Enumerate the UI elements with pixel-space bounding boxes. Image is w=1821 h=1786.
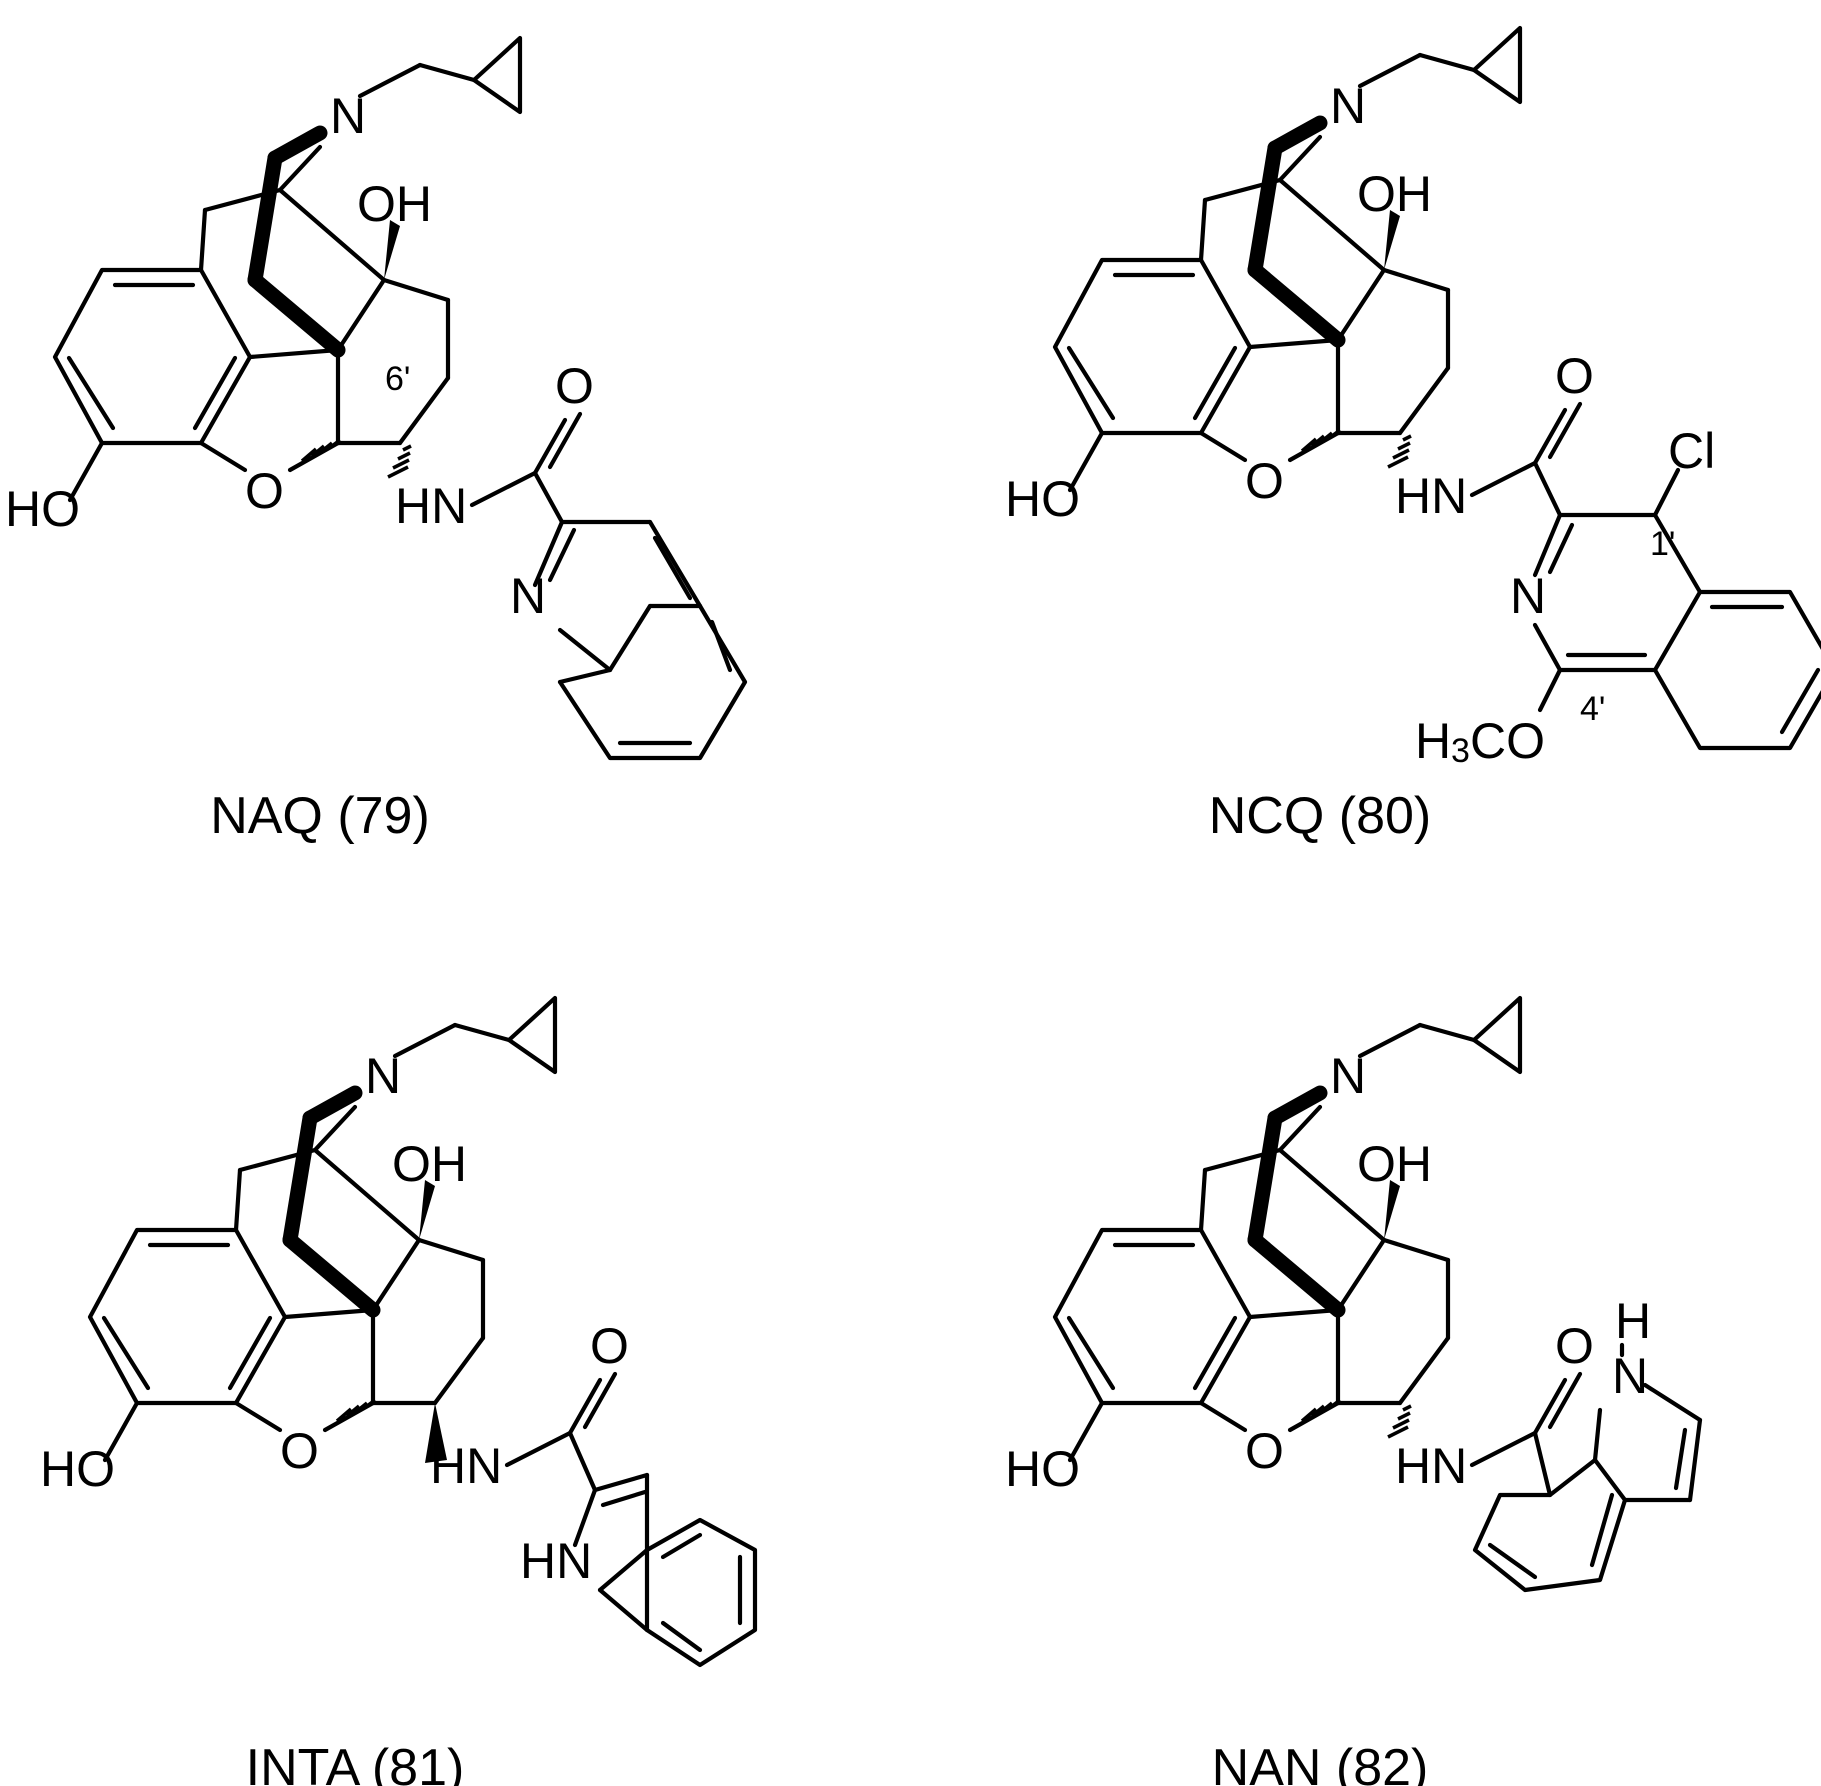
- atom-o: O: [280, 1423, 319, 1479]
- atom-o: O: [245, 463, 284, 519]
- atom-n-isoquinoline: N: [510, 568, 546, 624]
- atom-ho: HO: [1005, 471, 1080, 527]
- atom-o: O: [1245, 453, 1284, 509]
- atom-cl: Cl: [1668, 423, 1715, 479]
- atom-n-indole: N: [1612, 1348, 1648, 1404]
- atom-oh: OH: [1357, 166, 1432, 222]
- atom-h3co-subscript: 3: [1451, 732, 1470, 770]
- compound-ncq: N OH HO O HN O Cl 1' N 4' H 3 CO NCQ (80…: [1005, 28, 1821, 845]
- atom-oh: OH: [392, 1136, 467, 1192]
- atom-o: O: [1245, 1423, 1284, 1479]
- caption-ncq: NCQ (80): [1209, 787, 1431, 845]
- atom-h3co-h: H: [1415, 713, 1451, 769]
- atom-carbonyl-o: O: [1555, 1318, 1594, 1374]
- atom-ho: HO: [1005, 1441, 1080, 1497]
- atom-n: N: [330, 88, 366, 144]
- compound-inta: N OH HO O HN O HN INTA (81): [40, 998, 758, 1786]
- atom-ho: HO: [5, 481, 80, 537]
- label-6-prime: 6': [385, 360, 410, 398]
- compound-naq: N OH HO O 6' HN O N NAQ (79): [5, 38, 748, 845]
- atom-n: N: [365, 1048, 401, 1104]
- atom-carbonyl-o: O: [590, 1318, 629, 1374]
- atom-h-indole: H: [1615, 1293, 1651, 1349]
- compound-nan: N OH HO O HN O H N NAN (82): [1005, 998, 1703, 1786]
- caption-nan: NAN (82): [1212, 1739, 1429, 1786]
- caption-inta: INTA (81): [246, 1739, 465, 1786]
- atom-h3co-co: CO: [1470, 713, 1545, 769]
- atom-ho: HO: [40, 1441, 115, 1497]
- atom-n: N: [1330, 78, 1366, 134]
- atom-hn: HN: [430, 1438, 502, 1494]
- label-4-prime: 4': [1580, 690, 1605, 728]
- atom-hn: HN: [1395, 468, 1467, 524]
- atom-hn: HN: [1395, 1438, 1467, 1494]
- atom-hn-indole: HN: [520, 1533, 592, 1589]
- caption-naq: NAQ (79): [210, 787, 430, 845]
- atom-oh: OH: [357, 176, 432, 232]
- atom-hn: HN: [395, 478, 467, 534]
- atom-oh: OH: [1357, 1136, 1432, 1192]
- atom-n-isoquinoline: N: [1510, 568, 1546, 624]
- atom-n: N: [1330, 1048, 1366, 1104]
- atom-carbonyl-o: O: [555, 358, 594, 414]
- atom-carbonyl-o: O: [1555, 348, 1594, 404]
